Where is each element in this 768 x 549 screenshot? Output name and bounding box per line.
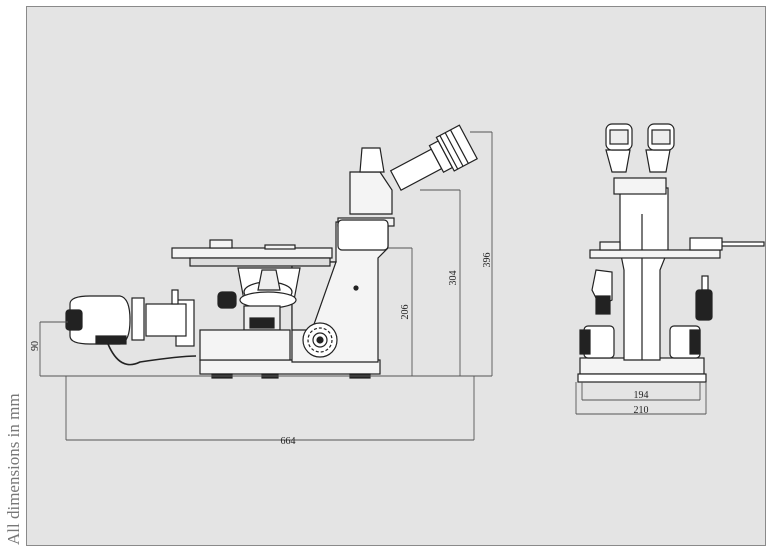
side-view-dimensions	[39, 131, 493, 441]
stage	[171, 247, 333, 259]
dim-label-396: 396	[482, 253, 493, 268]
coarse-knob	[217, 291, 237, 309]
front-stage	[589, 249, 721, 259]
dim-label-194: 194	[634, 390, 649, 401]
dim-label-304: 304	[448, 271, 459, 286]
front-view-dimensions	[575, 382, 707, 415]
dim-label-90: 90	[30, 341, 41, 351]
lamp-house	[65, 289, 187, 345]
dim-label-206: 206	[400, 305, 411, 320]
dim-label-664: 664	[281, 436, 296, 447]
dim-label-210: 210	[634, 405, 649, 416]
side-eyepiece	[389, 124, 478, 192]
front-knob-right-upper	[695, 289, 713, 321]
front-body	[619, 187, 669, 361]
front-view-microscope	[577, 123, 765, 383]
side-view-microscope	[65, 124, 478, 379]
observation-head	[349, 171, 393, 215]
